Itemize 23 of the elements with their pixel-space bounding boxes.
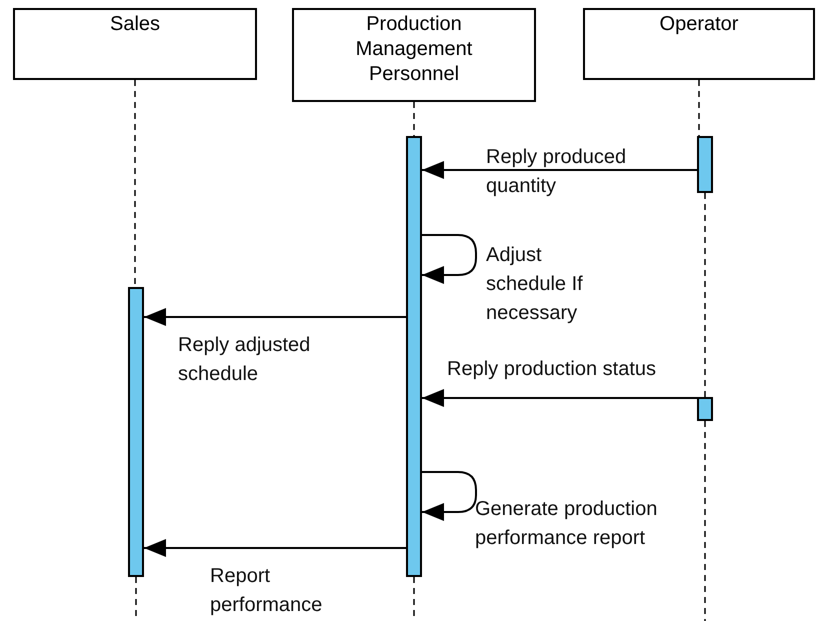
message-arrow <box>144 539 406 557</box>
participant-box: Operator <box>583 8 815 80</box>
lifeline <box>134 80 136 287</box>
self-message-arrow <box>422 234 477 284</box>
message-label: Adjust schedule If necessary <box>486 243 584 326</box>
activation-bar <box>406 136 422 577</box>
activation-bar <box>128 287 144 577</box>
message-label: Reply produced quantity <box>486 145 628 199</box>
lifeline <box>413 102 415 136</box>
self-message-arrow <box>422 471 477 521</box>
message-label: Generate production performance report <box>475 497 658 551</box>
message-label: Report performance <box>210 564 324 618</box>
message-arrow <box>422 161 697 179</box>
message-label: Reply adjusted schedule <box>178 333 312 387</box>
lifeline <box>698 80 700 136</box>
participant-box: Production Management Personnel <box>292 8 536 102</box>
activation-bar <box>697 136 713 193</box>
participant-box: Sales <box>13 8 257 80</box>
message-arrow <box>144 308 406 326</box>
message-label: Reply production status <box>447 357 656 382</box>
message-arrow <box>422 389 697 407</box>
activation-bar <box>697 397 713 421</box>
lifeline <box>704 193 706 397</box>
